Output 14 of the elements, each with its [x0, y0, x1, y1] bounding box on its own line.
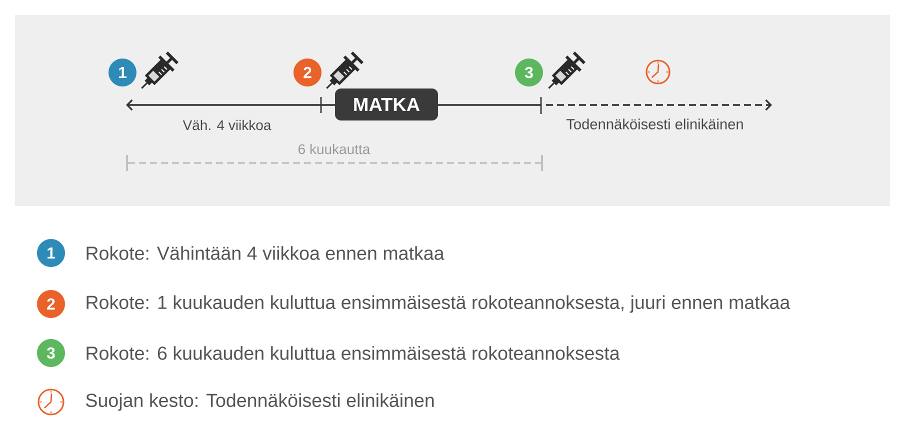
number-badge: 1	[37, 239, 65, 267]
number-badge: 1	[108, 58, 136, 86]
number-badge: 3	[515, 58, 543, 86]
number-badge: 3	[37, 339, 65, 367]
label-box: MATKA	[335, 88, 438, 120]
description-text: Rokote: Vähintään 4 viikkoa ennen matkaa	[86, 246, 444, 260]
dimension-label: 6 kuukautta	[298, 144, 370, 154]
number-badge: 2	[294, 58, 322, 86]
number-badge: 2	[37, 290, 65, 318]
duration-label: Todennäköisesti elinikäinen	[566, 118, 743, 130]
description-text: Suojan kesto: Todennäköisesti elinikäinen	[86, 393, 434, 411]
duration-label: Väh. 4 viikkoa	[182, 120, 272, 130]
description-text: Rokote: 6 kuukauden kuluttua ensimmäisestä rokoteannoksesta	[86, 346, 620, 360]
description-text: Rokote: 1 kuukauden kuluttua ensimmäisestä rokoteannoksesta, juuri ennen matkaa	[86, 295, 790, 313]
